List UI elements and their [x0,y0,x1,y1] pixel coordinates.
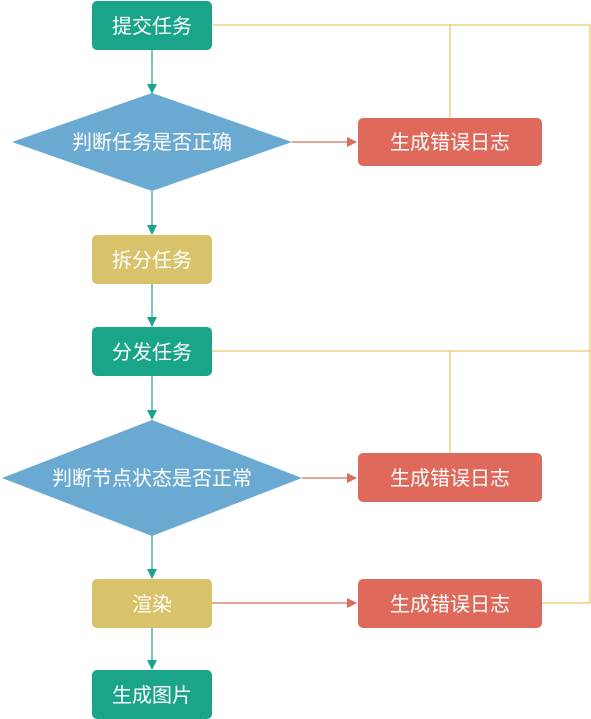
node-dispatch-task-label: 分发任务 [112,340,192,364]
node-error-log-1: 生成错误日志 [358,118,542,166]
node-submit-task-label: 提交任务 [112,14,192,38]
node-render: 渲染 [92,579,212,628]
node-render-label: 渲染 [132,592,172,616]
feedback-lines [201,19,591,604]
node-error-log-3-label: 生成错误日志 [390,592,510,616]
error-arrows [212,137,357,608]
node-split-task-label: 拆分任务 [112,248,192,272]
node-submit-task: 提交任务 [92,1,212,50]
node-generate-image: 生成图片 [92,670,212,719]
decision-check-task: 判断任务是否正确 [12,93,292,191]
node-split-task: 拆分任务 [92,235,212,284]
node-generate-image-label: 生成图片 [112,683,192,707]
node-dispatch-task: 分发任务 [92,327,212,376]
decision-check-task-label: 判断任务是否正确 [72,130,232,154]
decision-check-node-label: 判断节点状态是否正常 [52,466,252,490]
node-error-log-2-label: 生成错误日志 [390,466,510,490]
node-error-log-3: 生成错误日志 [358,579,542,628]
node-error-log-1-label: 生成错误日志 [390,130,510,154]
node-error-log-2: 生成错误日志 [358,453,542,502]
decision-check-node: 判断节点状态是否正常 [2,420,302,536]
